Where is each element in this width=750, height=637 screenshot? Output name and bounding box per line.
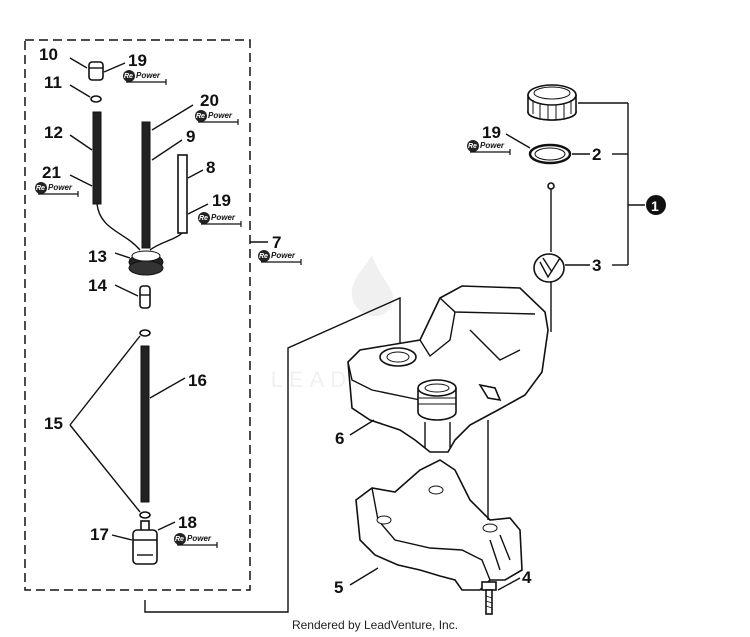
callout-17: 17 (90, 525, 109, 544)
callout-1: 1 (651, 198, 659, 214)
svg-text:Re: Re (124, 73, 133, 80)
group-bracket (505, 102, 645, 266)
callout-15: 15 (44, 414, 63, 433)
svg-text:Re: Re (468, 143, 477, 150)
part-11-ring (90, 95, 102, 103)
svg-text:Power: Power (211, 213, 236, 222)
callout-21: 21 (42, 163, 61, 182)
part-2-gasket (528, 143, 572, 165)
part-12-hose (92, 111, 102, 205)
repower-badge-7: Re Power (258, 250, 302, 265)
callout-10: 10 (39, 45, 58, 64)
repower-badge-18: Re Power (174, 533, 218, 548)
footer-credit: Rendered by LeadVenture, Inc. (291, 618, 459, 632)
svg-text:Power: Power (187, 534, 212, 543)
callout-11: 11 (44, 73, 62, 92)
svg-text:Re: Re (259, 253, 268, 260)
callout-20: 20 (200, 91, 219, 110)
part-5-tank-guard (355, 459, 523, 591)
leader-lines-kit (69, 57, 209, 541)
part-6-fuel-tank (347, 285, 549, 453)
repower-badge-20: Re Power (195, 110, 239, 125)
svg-text:Power: Power (208, 111, 233, 120)
svg-text:Power: Power (136, 71, 161, 80)
callout-12: 12 (44, 123, 63, 142)
part-8-hose (177, 154, 188, 234)
fuel-line-route (144, 296, 401, 613)
callout-6: 6 (335, 429, 344, 448)
repower-badge-19-top: Re Power (123, 70, 167, 85)
repower-badge-19-mid: Re Power (198, 212, 242, 227)
kit-dashed-box (24, 39, 251, 591)
part-4-bolt (481, 581, 497, 615)
svg-text:Power: Power (48, 183, 73, 192)
callout-14: 14 (88, 276, 107, 295)
part-15-ring-top (139, 329, 151, 337)
callout-7: 7 (272, 233, 281, 252)
part-13-grommet (128, 250, 164, 276)
svg-text:Re: Re (175, 536, 184, 543)
svg-text:Re: Re (196, 113, 205, 120)
svg-text:Re: Re (36, 185, 45, 192)
svg-text:Power: Power (271, 251, 296, 260)
callout-13: 13 (88, 247, 107, 266)
part-14-connector (139, 285, 151, 309)
svg-text:Re: Re (199, 215, 208, 222)
callout-18: 18 (178, 513, 197, 532)
callout-8: 8 (206, 158, 215, 177)
leader-lines-right (349, 419, 521, 591)
repower-badge-21: Re Power (35, 182, 79, 197)
callout-5: 5 (334, 578, 343, 597)
part-3-tether (533, 182, 565, 332)
callout-4: 4 (522, 568, 532, 587)
repower-badge-19-right: Re Power (467, 140, 511, 155)
callout-19-top: 19 (128, 51, 147, 70)
part-16-hose (140, 345, 150, 503)
callout-2: 2 (592, 145, 601, 164)
callout-16: 16 (188, 371, 207, 390)
callout-19-mid: 19 (212, 191, 231, 210)
group-1-marker (646, 195, 666, 215)
callout-9: 9 (186, 127, 195, 146)
part-15-ring-bottom (139, 511, 151, 519)
callout-19-right: 19 (482, 123, 501, 142)
callout-3: 3 (592, 256, 601, 275)
part-9-hose (141, 121, 151, 249)
fuel-cap (527, 84, 577, 121)
svg-text:Power: Power (480, 141, 505, 150)
part-17-fuel-filter (132, 520, 158, 565)
part-10-fitting (88, 61, 104, 81)
